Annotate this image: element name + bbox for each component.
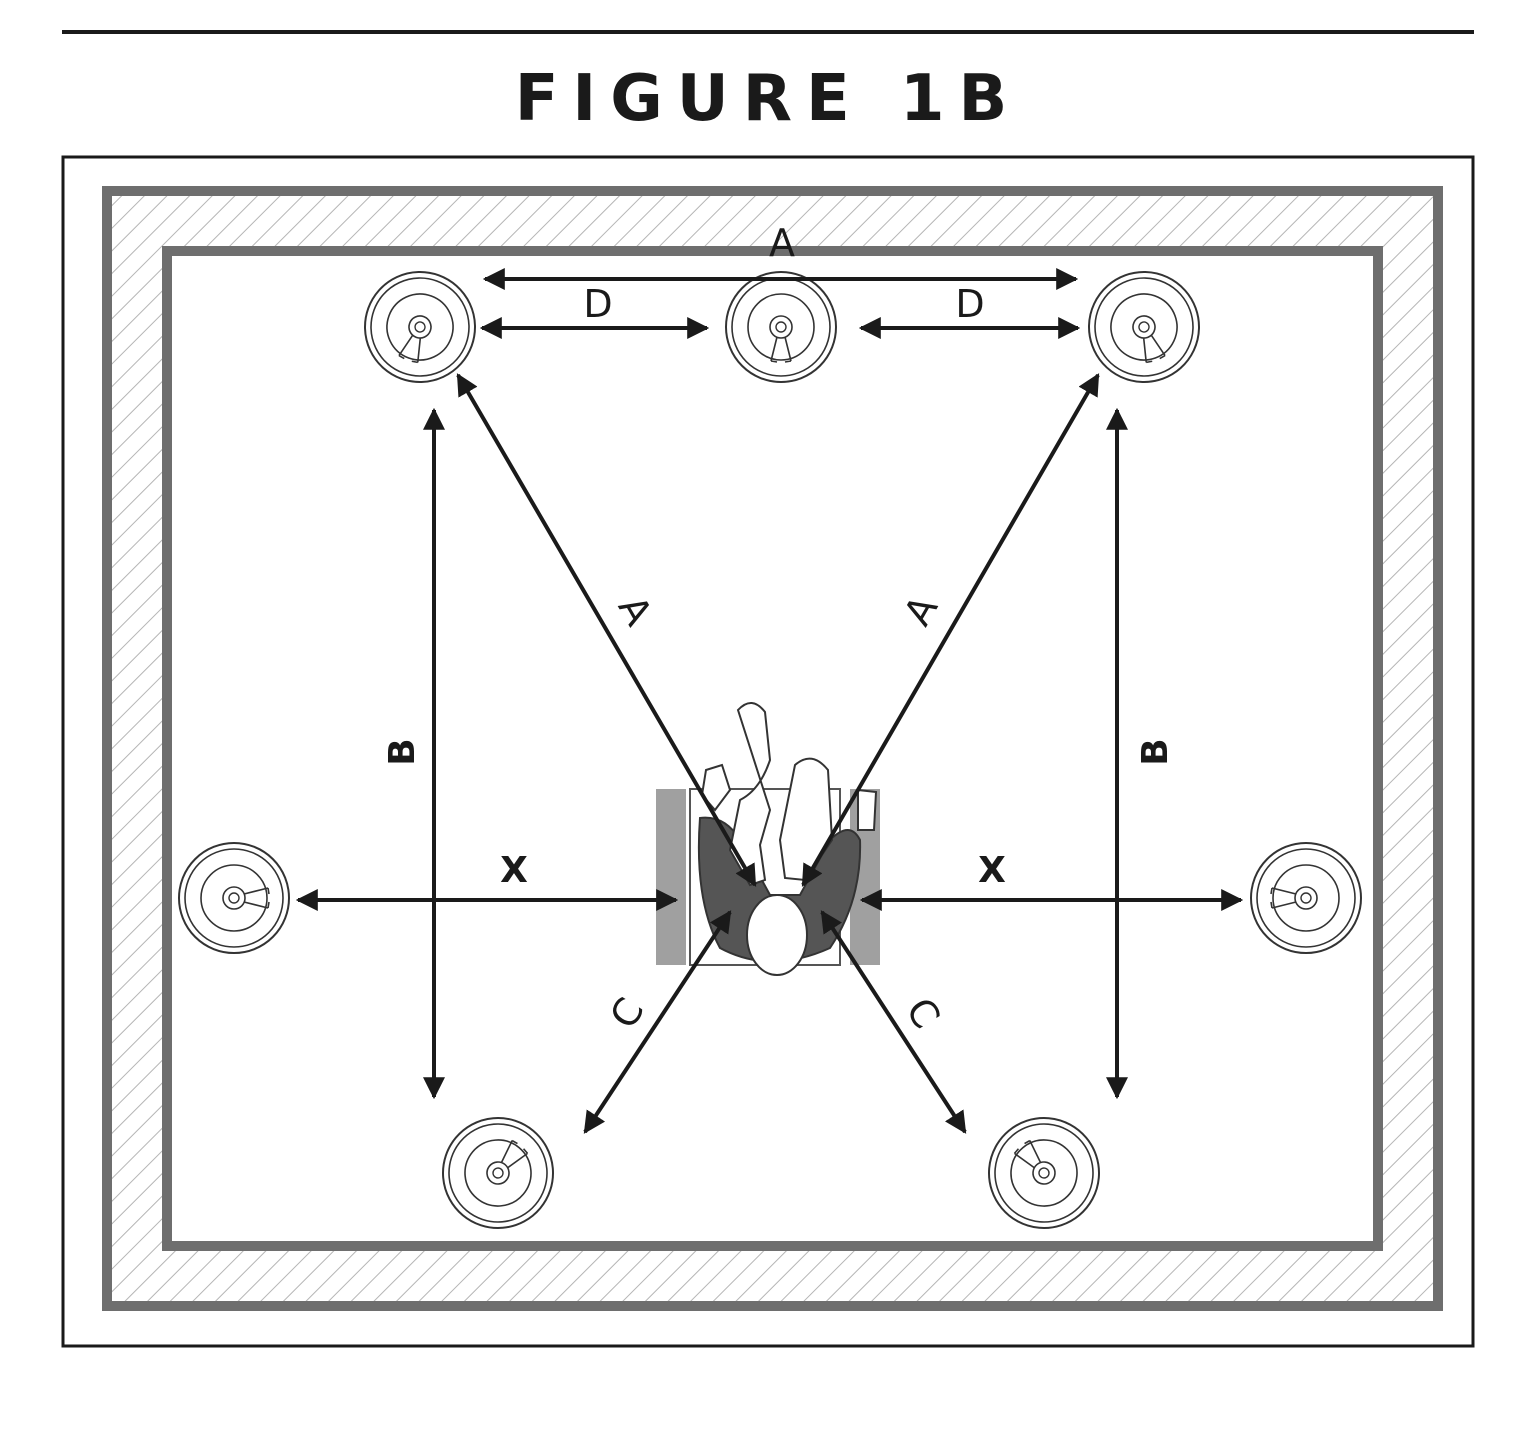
label-gap-right: D xyxy=(955,282,984,326)
arrow-diag-right xyxy=(801,373,1100,887)
label-vert-right: B xyxy=(1135,738,1176,765)
speaker-center-icon xyxy=(725,271,837,383)
speaker-side-left-icon xyxy=(178,842,290,954)
arrow-rear-right xyxy=(820,910,967,1134)
speaker-side-right-icon xyxy=(1250,842,1362,954)
inner-floor xyxy=(162,246,1383,1251)
label-side-left: X xyxy=(500,850,528,891)
figure-title: FIGURE 1B xyxy=(514,62,1022,136)
label-top-span: A xyxy=(769,221,795,265)
label-side-right: X xyxy=(978,850,1006,891)
arrow-diag-left xyxy=(456,373,757,887)
top-rule xyxy=(62,30,1474,34)
label-vert-left: B xyxy=(382,738,423,765)
arrow-rear-left xyxy=(583,910,732,1134)
label-gap-left: D xyxy=(583,282,612,326)
